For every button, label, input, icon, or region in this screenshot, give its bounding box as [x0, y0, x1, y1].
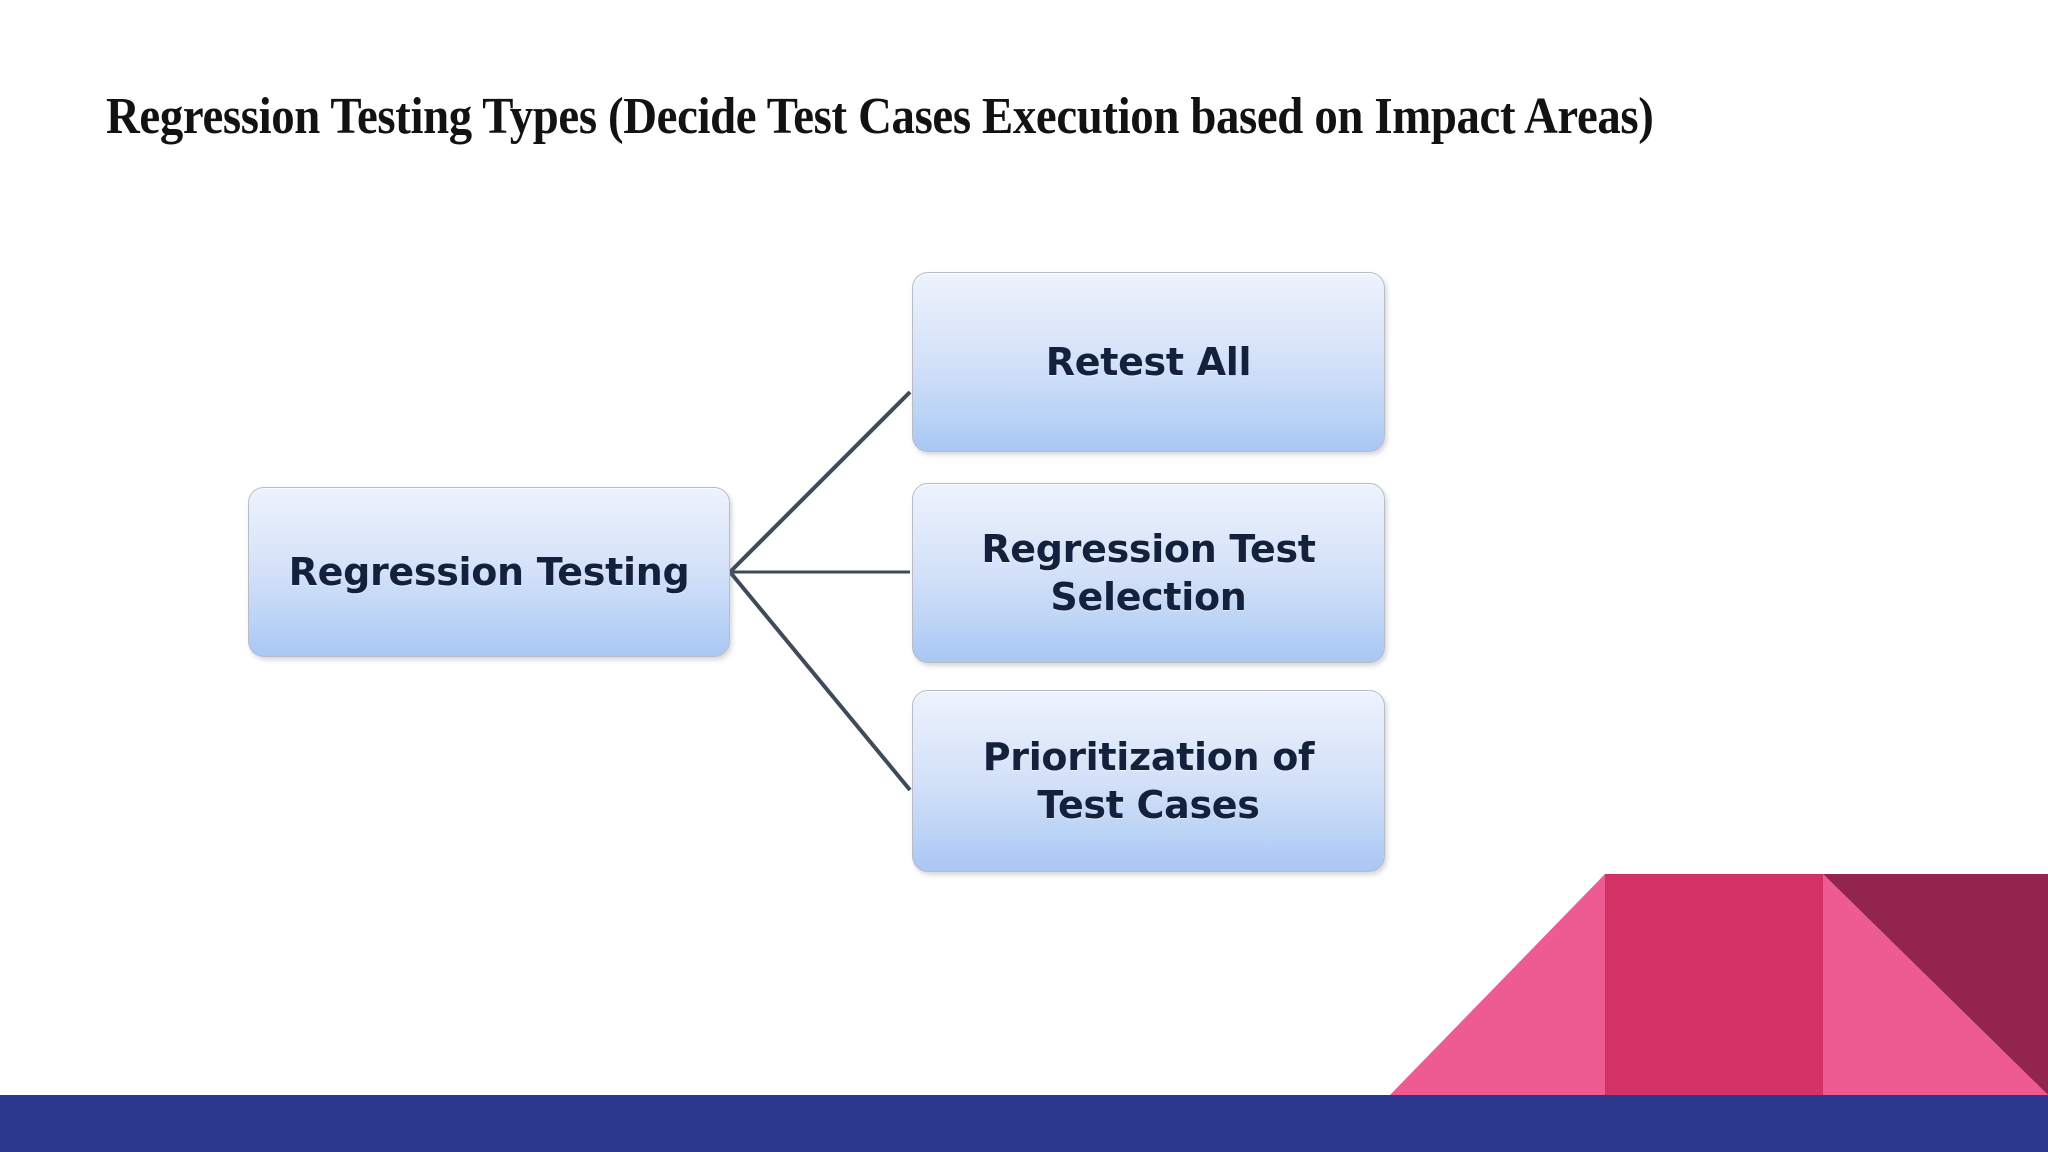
diagram-node-retest-all[interactable]: Retest All	[912, 272, 1385, 452]
diagram-node-label: Retest All	[1045, 340, 1252, 384]
diagram-node-regression-test-selection[interactable]: Regression Test Selection	[912, 483, 1385, 663]
diagram-node-label: Regression Testing	[288, 550, 690, 594]
connector-root-to-prioritization-of-test-cases	[728, 570, 912, 792]
diagram-node-label: Prioritization of Test Cases	[982, 735, 1315, 827]
bottom-accent-bar	[0, 1095, 2048, 1152]
diagram-node-prioritization-of-test-cases[interactable]: Prioritization of Test Cases	[912, 690, 1385, 872]
diagram-node-regression-testing[interactable]: Regression Testing	[248, 487, 730, 657]
connector-root-to-retest-all	[728, 390, 912, 574]
diagram-node-label: Regression Test Selection	[981, 527, 1316, 619]
page-title: Regression Testing Types (Decide Test Ca…	[106, 88, 1654, 145]
